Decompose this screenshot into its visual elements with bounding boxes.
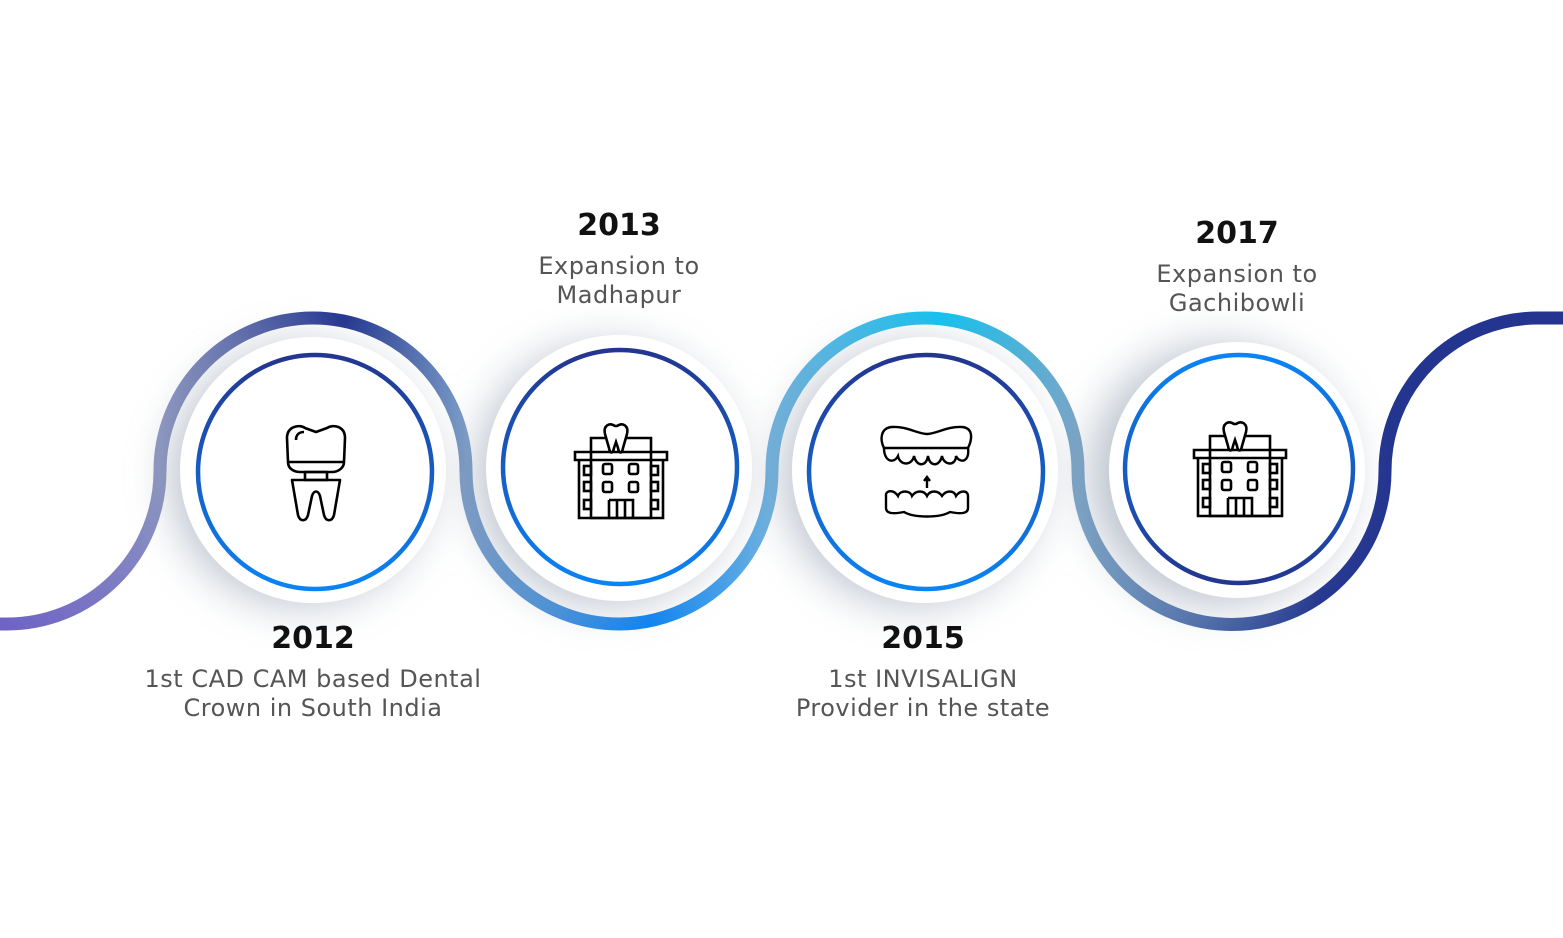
description-line: Expansion to bbox=[538, 252, 700, 280]
milestone-2015: 2015 1st INVISALIGN Provider in the stat… bbox=[713, 621, 1133, 723]
dental-crown-icon bbox=[285, 424, 347, 522]
ring-2012 bbox=[195, 352, 435, 592]
dentures-aligner-icon bbox=[880, 425, 973, 518]
ring-2015 bbox=[806, 352, 1046, 592]
milestone-year: 2017 bbox=[1195, 216, 1279, 251]
description-line: Madhapur bbox=[556, 281, 682, 309]
milestone-description: 1st CAD CAM based Dental Crown in South … bbox=[103, 665, 523, 723]
description-line: 1st INVISALIGN bbox=[828, 665, 1018, 693]
milestone-2013: 2013 Expansion to Madhapur bbox=[409, 208, 829, 310]
description-line: Provider in the state bbox=[795, 694, 1051, 722]
milestone-description: Expansion to Gachibowli bbox=[1027, 260, 1447, 318]
description-line: 1st CAD CAM based Dental bbox=[144, 665, 482, 693]
ring-2013 bbox=[500, 347, 740, 587]
ring-2017 bbox=[1122, 352, 1356, 586]
milestone-2012: 2012 1st CAD CAM based Dental Crown in S… bbox=[103, 621, 523, 723]
milestone-year: 2012 bbox=[271, 621, 355, 656]
dental-clinic-building-icon bbox=[1192, 421, 1288, 518]
milestone-year: 2013 bbox=[577, 208, 661, 243]
dental-clinic-building-icon bbox=[573, 423, 669, 520]
description-line: Crown in South India bbox=[183, 694, 443, 722]
description-line: Expansion to bbox=[1156, 260, 1318, 288]
milestone-description: Expansion to Madhapur bbox=[409, 252, 829, 310]
milestone-description: 1st INVISALIGN Provider in the state bbox=[713, 665, 1133, 723]
milestone-year: 2015 bbox=[881, 621, 965, 656]
description-line: Gachibowli bbox=[1168, 289, 1306, 317]
milestone-2017: 2017 Expansion to Gachibowli bbox=[1027, 216, 1447, 318]
